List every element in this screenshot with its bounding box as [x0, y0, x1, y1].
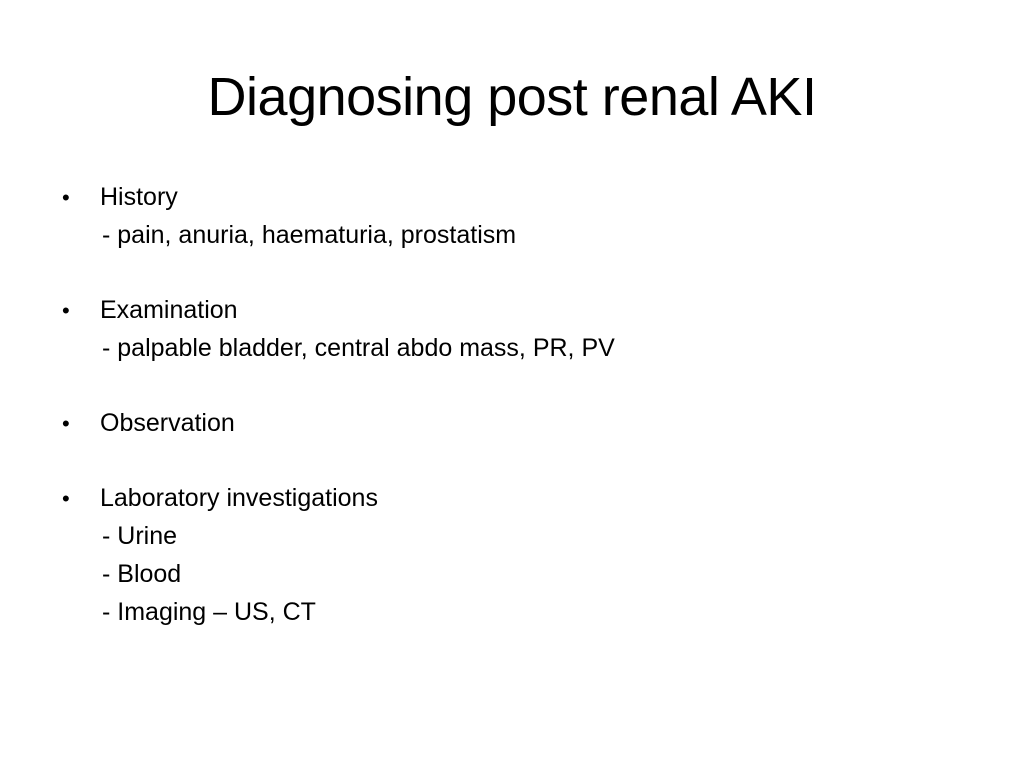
sub-item: - Blood — [102, 560, 182, 588]
sub-item: - pain, anuria, haematuria, prostatism — [102, 221, 517, 249]
bullet-group-examination: • Examination - palpable bladder, centra… — [62, 291, 962, 367]
slide-title: Diagnosing post renal AKI — [207, 67, 817, 127]
bullet-item: • Examination — [62, 291, 962, 329]
sub-item: - palpable bladder, central abdo mass, P… — [102, 334, 615, 362]
spacer — [62, 367, 962, 404]
bullet-icon: • — [62, 486, 70, 511]
bullet-label: History — [100, 183, 178, 211]
bullet-group-history: • History - pain, anuria, haematuria, pr… — [62, 178, 962, 254]
bullet-label: Laboratory investigations — [100, 484, 378, 512]
bullet-list: • History - pain, anuria, haematuria, pr… — [62, 178, 962, 631]
sub-item: - Imaging – US, CT — [102, 598, 316, 626]
bullet-icon: • — [62, 298, 70, 323]
bullet-group-observation: • Observation — [62, 404, 962, 442]
bullet-label: Observation — [100, 409, 235, 437]
bullet-item: • History — [62, 178, 962, 216]
bullet-icon: • — [62, 185, 70, 210]
bullet-icon: • — [62, 411, 70, 436]
bullet-label: Examination — [100, 296, 238, 324]
spacer — [62, 254, 962, 291]
bullet-item: • Laboratory investigations — [62, 479, 962, 517]
bullet-item: • Observation — [62, 404, 962, 442]
sub-item: - Urine — [102, 522, 178, 550]
bullet-group-laboratory: • Laboratory investigations - Urine - Bl… — [62, 479, 962, 631]
spacer — [62, 442, 962, 479]
